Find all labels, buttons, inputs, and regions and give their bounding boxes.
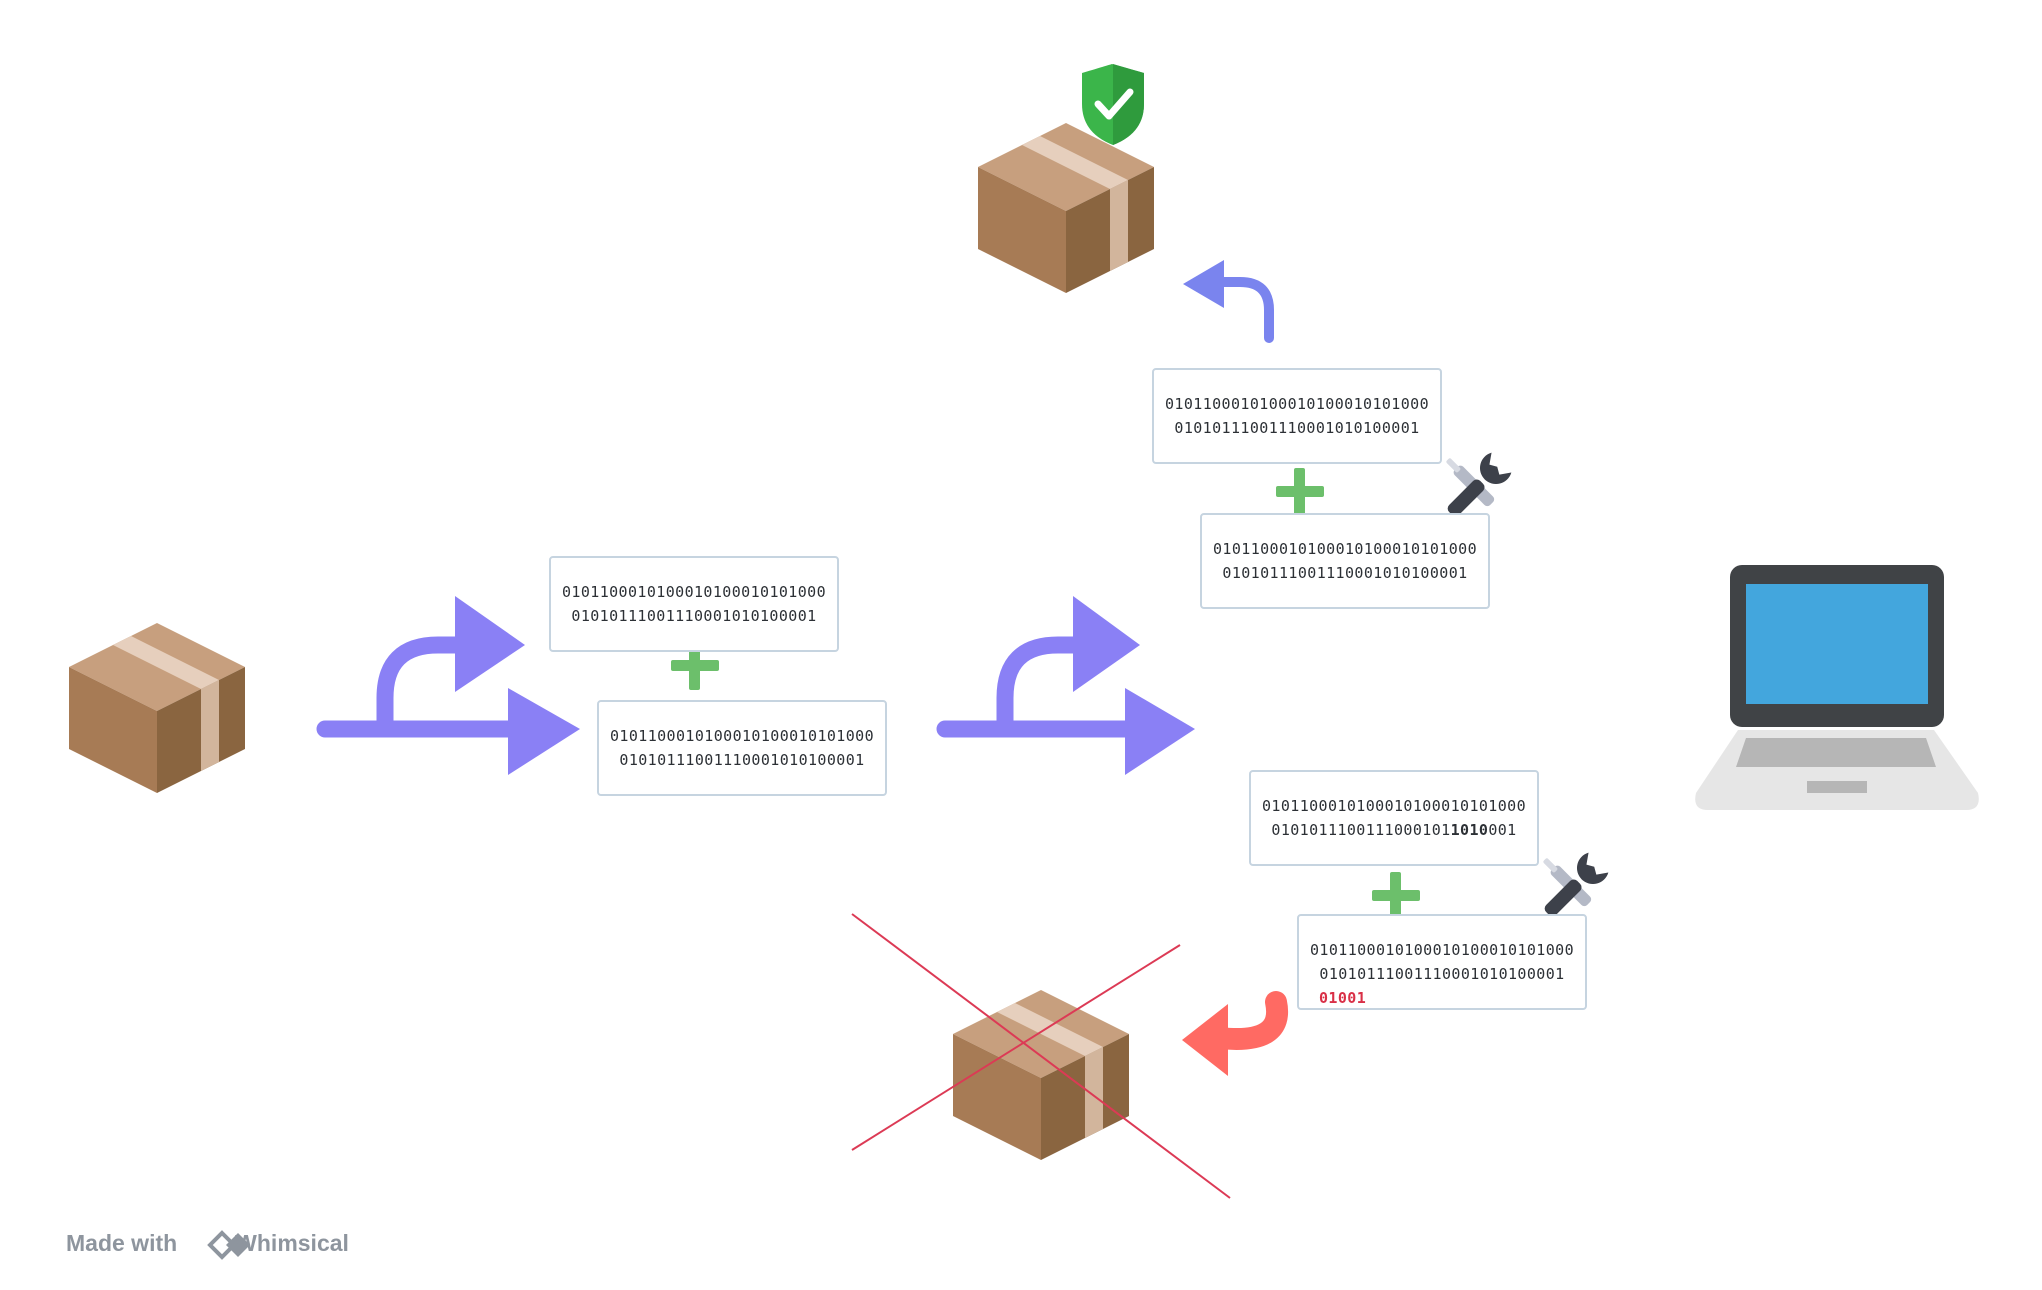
data-line: 01010111001110001010100001 bbox=[1174, 419, 1420, 437]
data-block-lower-bottom: 0101100010100010100010101000 01010111001… bbox=[1297, 914, 1587, 1010]
data-line: 0101100010100010100010101000 bbox=[1212, 540, 1478, 558]
data-block-left-bottom: 0101100010100010100010101000 01010111001… bbox=[597, 700, 887, 796]
data-line: 0101100010100010100010101000 bbox=[1309, 941, 1575, 959]
split-arrow-icon-left bbox=[316, 636, 529, 738]
data-line: 0101100010100010100010101000 bbox=[561, 583, 827, 601]
plus-icon-left bbox=[671, 642, 719, 690]
data-line: 01010111001110001010100001 bbox=[1222, 564, 1468, 582]
plus-icon-lower bbox=[1372, 872, 1420, 920]
laptop-icon bbox=[1695, 565, 1979, 810]
wrench-screwdriver-icon-upper bbox=[1445, 451, 1513, 519]
rejected-package-icon bbox=[953, 990, 1129, 1160]
data-line: 01010111001110001010100001 bbox=[619, 751, 865, 769]
bits-suffix: 001 bbox=[1488, 821, 1517, 839]
watermark-brand: Whimsical bbox=[235, 1230, 349, 1256]
plus-icon-upper bbox=[1276, 468, 1324, 516]
data-block-upper-bottom: 0101100010100010100010101000 01010111001… bbox=[1200, 513, 1490, 609]
return-arrow-icon bbox=[1210, 277, 1274, 343]
shield-check-icon bbox=[1082, 64, 1144, 145]
data-block-lower-top: 0101100010100010100010101000 01010111001… bbox=[1249, 770, 1539, 866]
data-line: 0101100010100010100010101000 bbox=[1261, 797, 1527, 815]
modified-bits: 1010 bbox=[1450, 821, 1489, 839]
data-line: 0101100010100010100010101000 bbox=[1164, 395, 1430, 413]
failure-arrow-icon bbox=[1209, 991, 1289, 1050]
data-block-upper-top: 0101100010100010100010101000 01010111001… bbox=[1152, 368, 1442, 464]
data-line: 0101100010100010100010101000 bbox=[609, 727, 875, 745]
made-with-whimsical-badge[interactable]: Made with Whimsical bbox=[66, 1230, 349, 1257]
whimsical-logo-icon bbox=[207, 1230, 250, 1260]
appended-bits: 01001 bbox=[1319, 989, 1367, 1007]
source-package-icon bbox=[69, 623, 245, 793]
verified-package-icon bbox=[978, 123, 1154, 293]
split-arrow-icon-middle bbox=[936, 636, 1144, 738]
wrench-screwdriver-icon-lower bbox=[1542, 851, 1610, 919]
bits-prefix: 0101011100111000101 bbox=[1271, 821, 1451, 839]
cross-line-1 bbox=[851, 913, 1231, 1199]
data-line: 01010111001110001010100001 bbox=[1319, 965, 1565, 983]
return-arrow-head bbox=[1183, 260, 1224, 308]
watermark-prefix: Made with bbox=[66, 1230, 178, 1256]
data-block-left-top: 0101100010100010100010101000 01010111001… bbox=[549, 556, 839, 652]
data-line-modified: 01010111001110001011010001 bbox=[1271, 818, 1516, 842]
split-arrow-head-upper-middle bbox=[1073, 596, 1140, 692]
split-arrow-head-lower-middle bbox=[1125, 688, 1195, 775]
split-arrow-head-lower-left bbox=[508, 688, 580, 775]
failure-arrow-head bbox=[1182, 1004, 1228, 1076]
cross-line-2 bbox=[851, 944, 1181, 1151]
split-arrow-head-upper-left bbox=[455, 596, 525, 692]
data-line: 01010111001110001010100001 bbox=[571, 607, 817, 625]
